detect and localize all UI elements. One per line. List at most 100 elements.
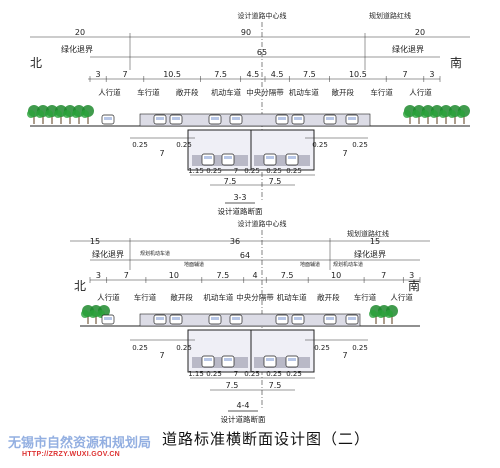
vehicle-icon: [285, 153, 299, 166]
south-label: 南: [450, 55, 462, 70]
tree-icon: [81, 105, 94, 124]
vehicle-icon: [263, 355, 277, 368]
sub-dim: 0.25: [176, 141, 192, 149]
vehicle-icon: [201, 355, 215, 368]
lane-dim: 7: [381, 271, 386, 280]
sub-dim: 1.15: [188, 370, 204, 378]
vehicle-icon: [229, 314, 243, 325]
lane-dim: 7.5: [303, 70, 316, 79]
section-caption: 设计道路断面: [218, 206, 263, 216]
sub-dim: 0.25: [266, 167, 282, 175]
vehicle-icon: [221, 355, 235, 368]
sub-dim: 1.15: [188, 167, 204, 175]
lane-label: 车行道: [354, 292, 377, 302]
tree-icon: [457, 105, 470, 124]
lane-label: 敞开段: [317, 292, 340, 302]
sub-dim: 0.25: [312, 141, 328, 149]
vehicle-icon: [323, 314, 337, 325]
lane-dim: 7: [402, 70, 407, 79]
sub-dim: 0.25: [266, 370, 282, 378]
vehicle-icon: [101, 114, 115, 125]
watermark-url: HTTP://ZRZY.WUXI.GOV.CN: [22, 451, 121, 458]
sub-dim: 7.5: [269, 177, 282, 186]
lane-label: 机动车道: [289, 87, 319, 97]
extra-label: 规划机动车道: [140, 250, 170, 257]
sub-dim: 7.5: [269, 381, 282, 390]
vehicle-icon: [291, 314, 305, 325]
lane-label: 人行道: [97, 292, 120, 302]
vehicle-icon: [153, 114, 167, 125]
sub-dim: 7.5: [224, 177, 237, 186]
top-dim: 20: [75, 28, 85, 37]
lane-dim: 4: [252, 271, 257, 280]
sub-dim: 7.5: [226, 381, 239, 390]
lane-label: 车行道: [137, 87, 160, 97]
tree-icon: [385, 305, 398, 324]
vehicle-icon: [229, 114, 243, 125]
vehicle-icon: [263, 153, 277, 166]
setback-label: 绿化退界: [61, 44, 93, 54]
section-caption: 设计道路断面: [221, 414, 266, 424]
sub-dim: 0.25: [132, 141, 148, 149]
north-label: 北: [74, 279, 86, 293]
lane-dim: 7.5: [216, 271, 229, 280]
lane-dim: 4.5: [271, 70, 284, 79]
center-line-label: 设计道路中心线: [238, 11, 287, 20]
sub-dim: 0.25: [132, 344, 148, 352]
lane-label: 中央分隔带: [246, 87, 284, 97]
vehicle-icon: [345, 114, 359, 125]
vehicle-icon: [153, 314, 167, 325]
lane-label: 敞开段: [332, 87, 355, 97]
vehicle-icon: [275, 114, 289, 125]
lane-label: 敞开段: [176, 87, 199, 97]
extra-label: 地面辅道: [184, 261, 204, 268]
sub-dim: 0.25: [314, 344, 330, 352]
drawing-title: 道路标准横断面设计图（二）: [162, 430, 371, 448]
top-dim: 20: [415, 28, 425, 37]
lane-dim: 3: [429, 70, 434, 79]
lane-dim: 7.5: [214, 70, 227, 79]
lane-label: 人行道: [98, 87, 121, 97]
vehicle-icon: [275, 314, 289, 325]
setback-label: 绿化退界: [392, 44, 424, 54]
red-line-label: 规划道路红线: [369, 11, 411, 20]
lane-dim: 10.5: [349, 70, 367, 79]
lane-dim: 10: [169, 271, 179, 280]
sub-dim: 0.25: [206, 370, 222, 378]
lane-dim: 3: [409, 271, 414, 280]
vehicle-icon: [208, 114, 222, 125]
sub-dim: 0.25: [244, 370, 260, 378]
section-1: 设计道路中心线 规划道路红线 20 90 20 65 绿化退界 绿化退界 北 南…: [27, 11, 470, 216]
extra-label: 地面辅道: [300, 261, 320, 268]
lane-dim: 7: [124, 271, 129, 280]
top-dim: 36: [230, 237, 240, 246]
lane-dim: 10.5: [163, 70, 181, 79]
sub-dim: 0.25: [244, 167, 260, 175]
lane-label: 车行道: [370, 87, 393, 97]
lane-label: 机动车道: [211, 87, 241, 97]
vehicle-icon: [169, 114, 183, 125]
sub-dim: 7: [234, 167, 238, 175]
vehicle-icon: [201, 153, 215, 166]
lane-label: 敞开段: [170, 292, 193, 302]
setback-label: 绿化退界: [92, 249, 124, 259]
extra-label: 规划机动车道: [333, 261, 363, 268]
lane-label: 人行道: [409, 87, 432, 97]
vehicle-icon: [345, 314, 359, 325]
total-dim: 64: [240, 251, 250, 260]
vehicle-icon: [101, 314, 115, 325]
lane-dim: 7: [122, 70, 127, 79]
lane-dim: 3: [96, 271, 101, 280]
north-label: 北: [30, 56, 42, 70]
south-label: 南: [408, 278, 420, 293]
top-dim: 90: [241, 28, 251, 37]
lane-label: 车行道: [134, 292, 157, 302]
red-line-label: 规划道路红线: [347, 229, 389, 238]
sub-dim: 7: [342, 149, 347, 158]
section-2: 设计道路中心线 规划道路红线 15 36 15 64 绿化退界 绿化退界 规划机…: [70, 219, 430, 424]
sub-dim: 7: [234, 370, 238, 378]
watermark-org: 无锡市自然资源和规划局: [8, 436, 152, 451]
top-dim: 15: [370, 237, 380, 246]
lane-label: 人行道: [390, 292, 413, 302]
